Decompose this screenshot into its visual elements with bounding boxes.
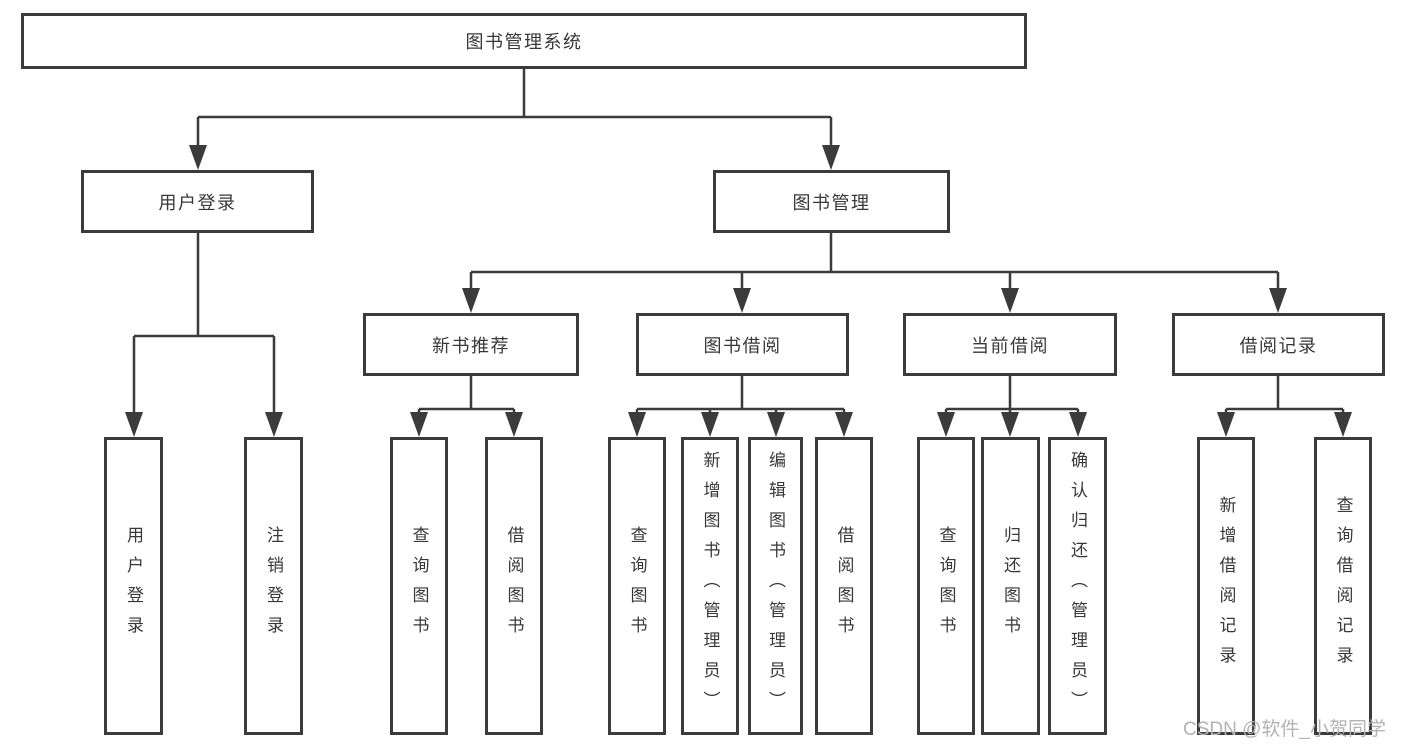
node-leaf-confirm-return-admin: 确认归还（管理员） xyxy=(1048,437,1107,735)
node-label: 借阅图书 xyxy=(834,526,854,646)
node-root-library-system: 图书管理系统 xyxy=(21,13,1027,69)
node-label: 归还图书 xyxy=(1001,526,1020,646)
node-label: 新书推荐 xyxy=(432,335,510,356)
node-label: 注销登录 xyxy=(264,526,283,646)
node-label: 查询图书 xyxy=(409,526,429,646)
node-label: 新增图书（管理员） xyxy=(700,451,720,721)
node-borrowing-records: 借阅记录 xyxy=(1172,313,1385,376)
csdn-watermark: CSDN @软件_小贺同学 xyxy=(1183,719,1386,740)
node-leaf-query-borrow-record: 查询借阅记录 xyxy=(1314,437,1372,735)
node-leaf-add-borrow-record: 新增借阅记录 xyxy=(1197,437,1255,735)
node-label: 图书管理 xyxy=(792,192,871,213)
node-current-borrowing: 当前借阅 xyxy=(903,313,1117,376)
node-leaf-query-books-current: 查询图书 xyxy=(917,437,975,735)
node-leaf-logout: 注销登录 xyxy=(244,437,303,735)
node-label: 查询图书 xyxy=(936,526,956,646)
node-label: 新增借阅记录 xyxy=(1216,496,1236,676)
node-label: 当前借阅 xyxy=(971,335,1049,356)
node-label: 借阅图书 xyxy=(504,526,524,646)
node-label: 查询借阅记录 xyxy=(1333,496,1353,676)
node-label: 确认归还（管理员） xyxy=(1068,451,1087,721)
node-label: 编辑图书（管理员） xyxy=(766,451,785,721)
node-label: 用户登录 xyxy=(158,192,237,213)
node-book-management: 图书管理 xyxy=(713,170,950,233)
node-leaf-user-login: 用户登录 xyxy=(104,437,163,735)
node-leaf-query-books-recommend: 查询图书 xyxy=(390,437,448,735)
node-label: 图书管理系统 xyxy=(465,32,583,52)
node-label: 用户登录 xyxy=(124,526,143,646)
node-book-borrowing: 图书借阅 xyxy=(636,313,849,376)
node-leaf-borrow-books-recommend: 借阅图书 xyxy=(485,437,543,735)
node-label: 借阅记录 xyxy=(1239,335,1318,356)
node-leaf-query-books-borrowing: 查询图书 xyxy=(608,437,666,735)
node-label: 查询图书 xyxy=(627,526,647,646)
node-user-login: 用户登录 xyxy=(81,170,314,233)
node-leaf-edit-book-admin: 编辑图书（管理员） xyxy=(748,437,803,735)
node-leaf-return-books: 归还图书 xyxy=(981,437,1040,735)
node-leaf-borrow-books: 借阅图书 xyxy=(815,437,873,735)
node-leaf-add-book-admin: 新增图书（管理员） xyxy=(681,437,739,735)
node-new-book-recommend: 新书推荐 xyxy=(363,313,579,376)
node-label: 图书借阅 xyxy=(703,335,782,356)
